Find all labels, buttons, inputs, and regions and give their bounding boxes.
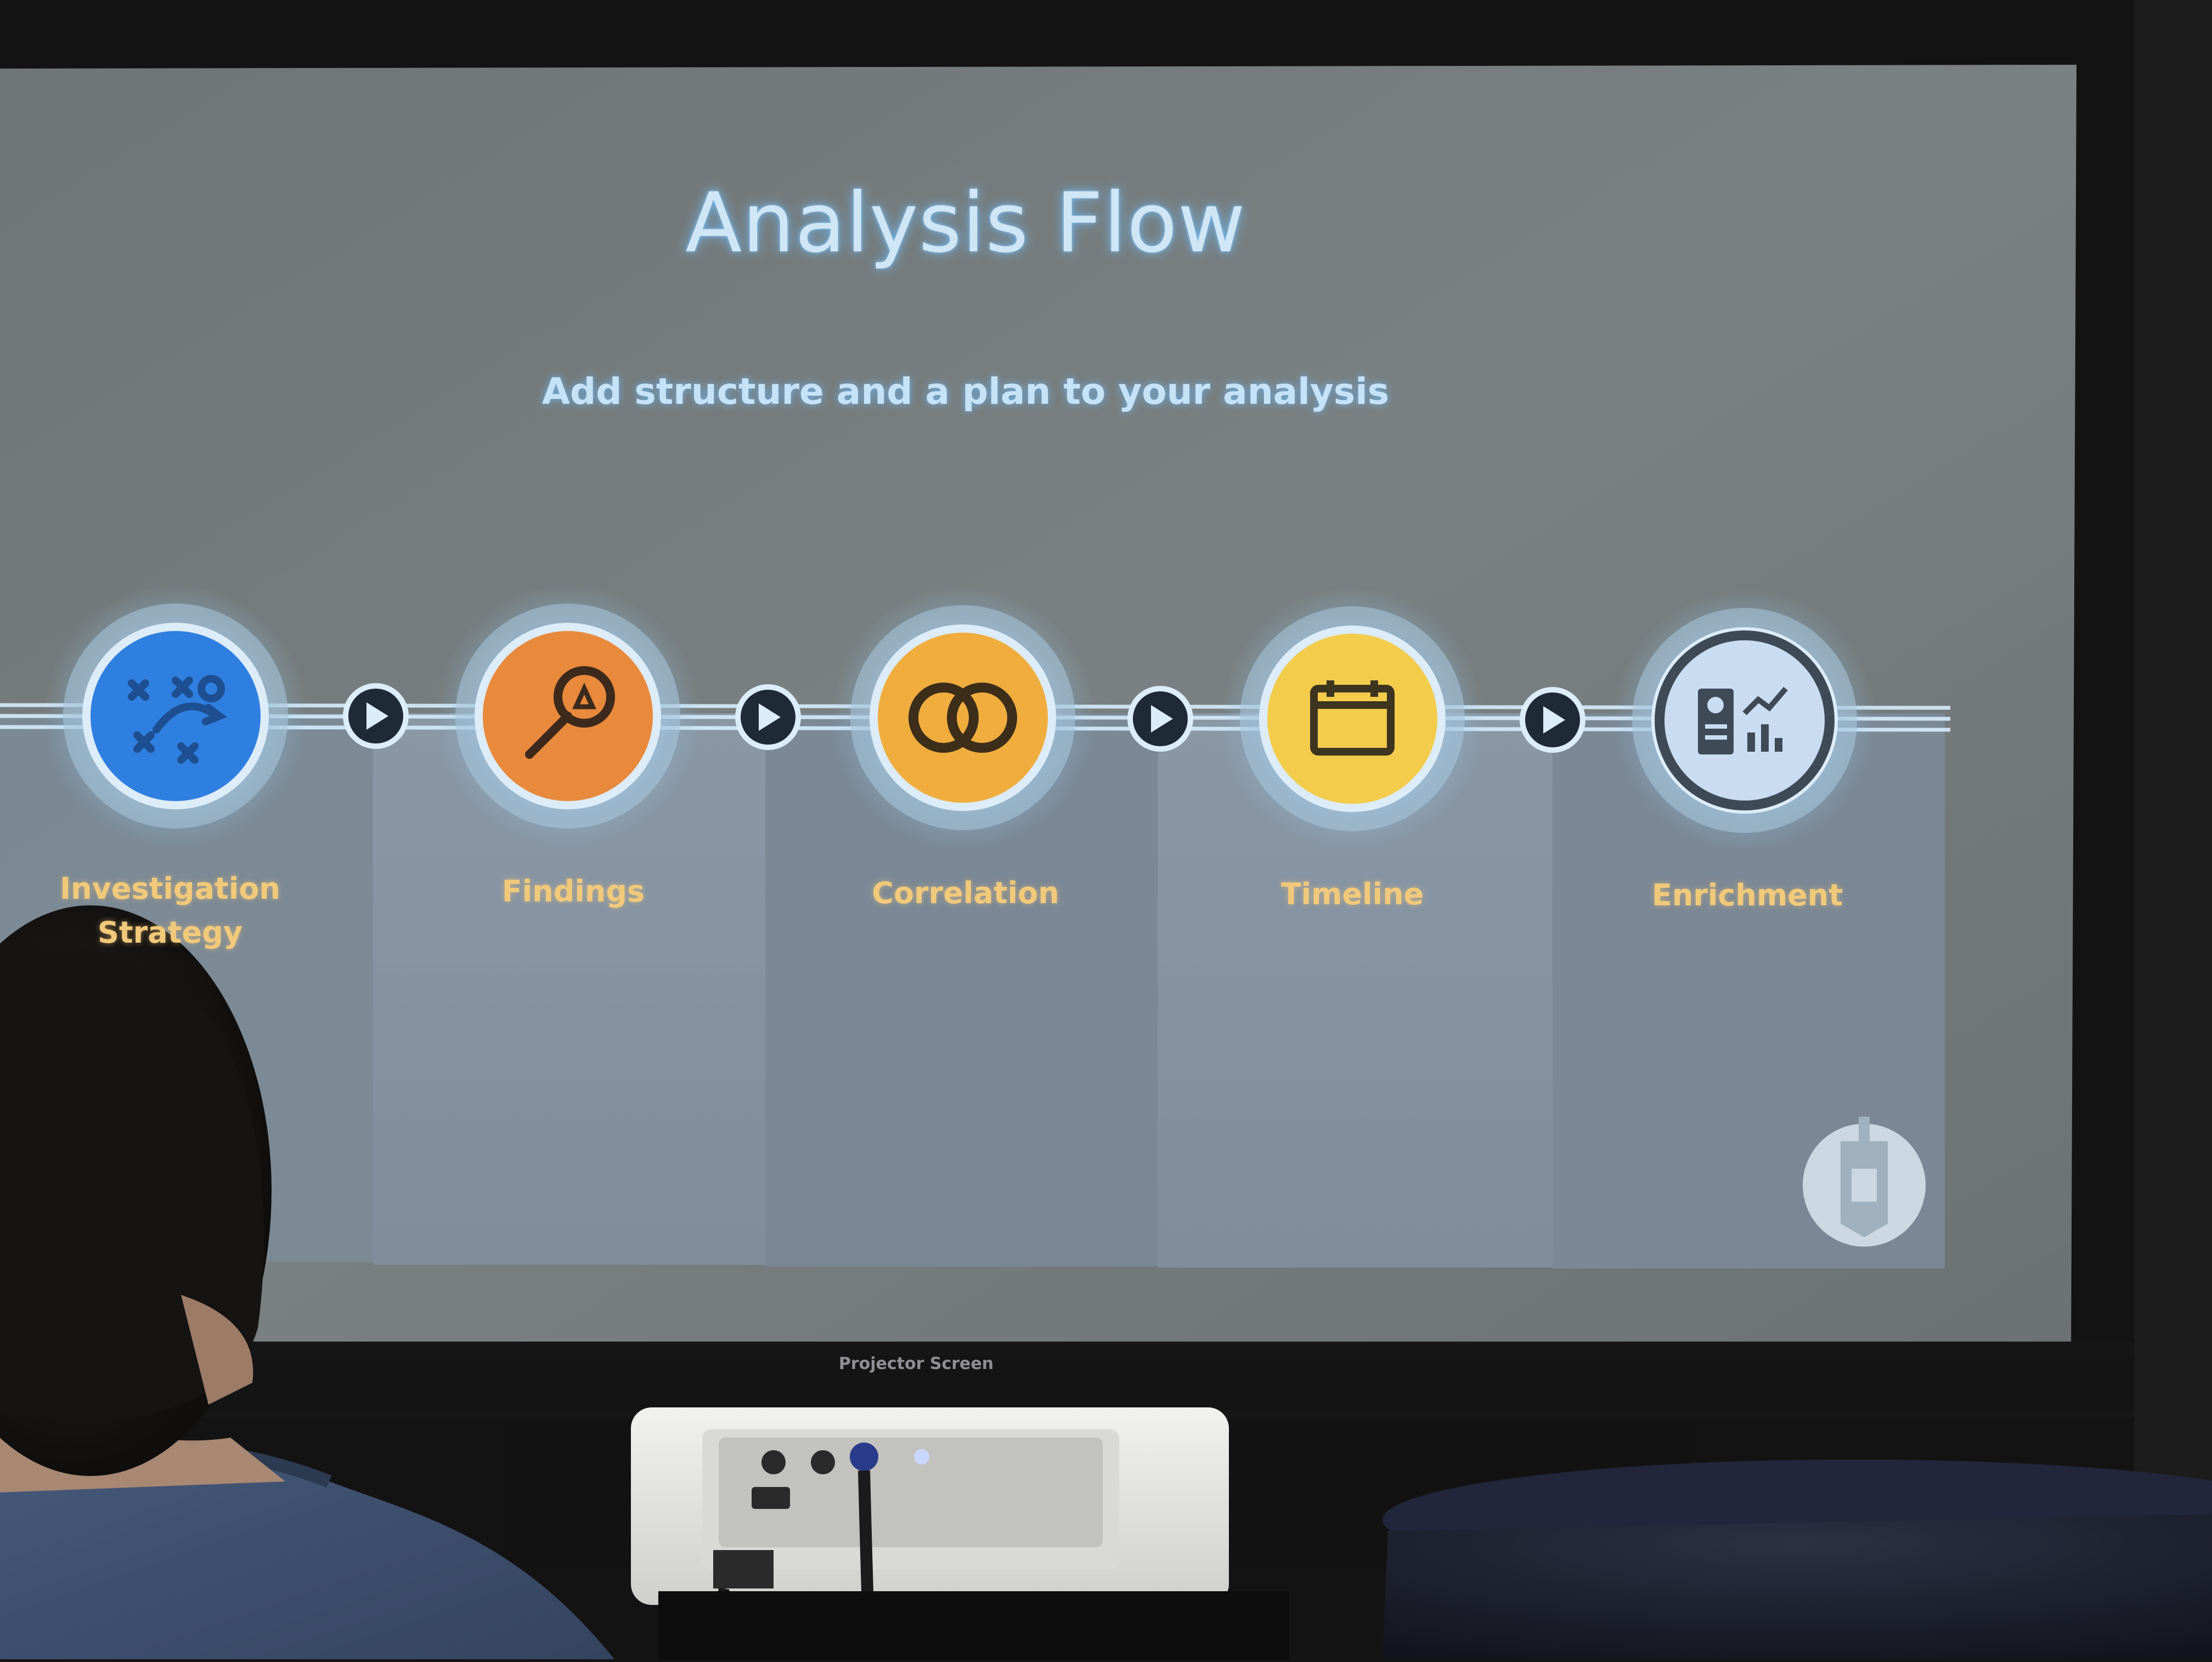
step-circle-correlation: [831, 586, 1094, 849]
step-label-timeline: Timeline: [1280, 877, 1424, 911]
play-arrow-icon: [1520, 687, 1585, 753]
play-arrow-icon: [343, 683, 409, 749]
step-label-findings: Findings: [501, 874, 645, 909]
screen-brand-label: Projector Screen: [838, 1354, 994, 1373]
step-circle-findings: [436, 584, 699, 848]
projector: [631, 1407, 1229, 1662]
round-table: [1383, 1460, 2212, 1659]
step-circle-timeline: [1221, 587, 1484, 850]
spartan-helmet-icon: [1803, 1117, 1926, 1247]
interlocking-rings-icon: [909, 683, 1017, 753]
connector-play-buttons: [343, 683, 1585, 753]
slide-subtitle: Add structure and a plan to your analysi…: [541, 370, 1390, 413]
step-circle-investigation-strategy: [44, 584, 307, 848]
play-arrow-icon: [735, 684, 801, 750]
play-arrow-icon: [1127, 686, 1193, 752]
magnifier-icon: [525, 666, 615, 759]
calendar-icon: [1310, 680, 1395, 756]
report-chart-icon: [1698, 686, 1788, 754]
step-circle-enrichment: [1613, 589, 1876, 852]
step-label-investigation-strategy: Investigation Strategy: [60, 871, 280, 950]
audience-member: [0, 905, 614, 1659]
slide-title: Analysis Flow: [685, 176, 1246, 271]
strategy-map-icon: [128, 675, 228, 764]
step-label-enrichment: Enrichment: [1651, 878, 1843, 912]
step-label-correlation: Correlation: [872, 876, 1059, 910]
